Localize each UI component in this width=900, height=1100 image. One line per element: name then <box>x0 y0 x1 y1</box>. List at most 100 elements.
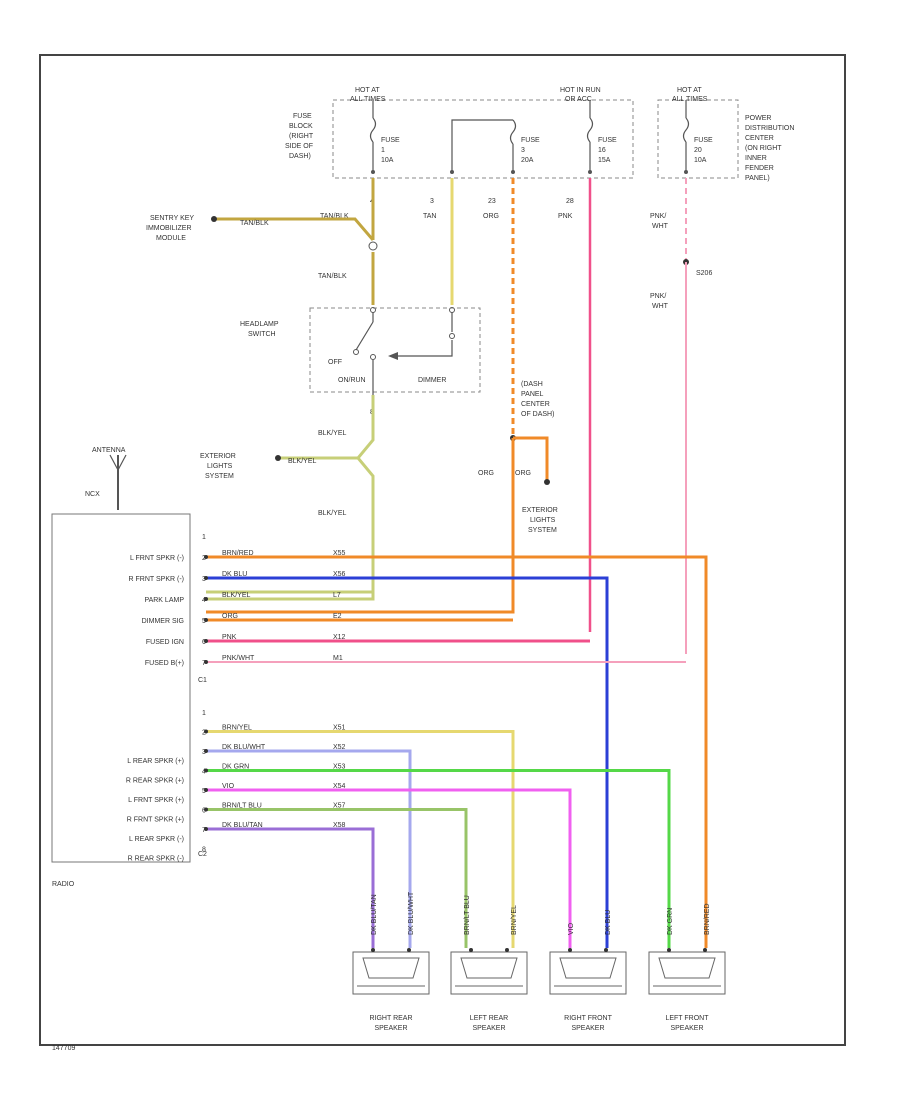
fuse-20-label-a: FUSE <box>694 137 713 144</box>
wire-pnk-wht-label-4: WHT <box>652 303 669 310</box>
wire-org-branch <box>206 436 550 614</box>
left-rear-speaker-icon <box>450 948 528 995</box>
fuse-1-label-b: 1 <box>381 147 385 154</box>
c2-terminal-7 <box>204 827 208 831</box>
ext-lights-label-5: LIGHTS <box>530 517 556 524</box>
c1-pin-4: 4 <box>202 597 206 604</box>
c2-terminal-4 <box>204 768 208 773</box>
wire-org-label-2: ORG <box>478 470 494 477</box>
c1-code-3: X56 <box>333 571 346 578</box>
c1-pin-3: 3 <box>202 576 206 583</box>
diagram-code: 147709 <box>52 1045 75 1052</box>
wire-tan-blk-label-2: TAN/BLK <box>318 273 347 280</box>
c2-wire-line-5 <box>206 788 572 948</box>
wire-pnk-wht-label-2: WHT <box>652 223 669 230</box>
dash-label-1: (DASH <box>521 381 543 388</box>
c1-name-6: FUSED IGN <box>146 639 184 646</box>
fuse-3-label-b: 3 <box>521 147 525 154</box>
speaker-wire-label-7: DK GRN <box>667 908 674 935</box>
c2-pin-3: 3 <box>202 749 206 756</box>
radio-box <box>51 513 191 863</box>
hot-at-all-times-right-label-2: ALL TIMES <box>672 96 708 103</box>
dash-label-3: CENTER <box>521 401 550 408</box>
c1-code-5: E2 <box>333 613 342 620</box>
pdc-label-3: CENTER <box>745 135 774 142</box>
c2-code-5: X54 <box>333 783 346 790</box>
ext-lights-label-2: LIGHTS <box>207 463 233 470</box>
c1-terminal-6 <box>204 639 208 643</box>
pdc-label-7: PANEL) <box>745 175 770 182</box>
c2-name-8: R REAR SPKR (-) <box>128 856 184 863</box>
radio-label: RADIO <box>52 881 75 888</box>
left-front-speaker-label-2: SPEAKER <box>670 1025 703 1032</box>
headlamp-switch-label-1: HEADLAMP <box>240 321 279 328</box>
c2-wire-line-2 <box>206 730 515 948</box>
hot-at-all-times-label-2: ALL TIMES <box>350 96 386 103</box>
c2-name-7: L REAR SPKR (-) <box>129 836 184 843</box>
c2-name-5: L FRNT SPKR (+) <box>128 797 184 804</box>
c2-pin-4: 4 <box>202 769 206 776</box>
c2-wire-2: BRN/YEL <box>222 725 252 732</box>
ext-lights-label-6: SYSTEM <box>528 527 557 534</box>
c1-pin-7: 7 <box>202 660 206 667</box>
c2-name-3: L REAR SPKR (+) <box>127 758 184 765</box>
c2-wire-line-6 <box>206 808 468 948</box>
c2-code-6: X57 <box>333 803 346 810</box>
c2-code-7: X58 <box>333 822 346 829</box>
fuse-1 <box>369 100 377 174</box>
left-rear-speaker-label-1: LEFT REAR <box>470 1015 508 1022</box>
c2-terminal-6 <box>204 807 208 812</box>
fuse-20 <box>682 100 690 174</box>
dash-label-2: PANEL <box>521 391 544 398</box>
c1-wire-line-4 <box>206 592 375 601</box>
c2-wire-4: DK GRN <box>222 764 249 771</box>
left-front-speaker-icon <box>648 948 726 995</box>
c2-pin-7: 7 <box>202 827 206 834</box>
c1-terminal-3 <box>204 576 208 580</box>
wire-pnk-wht-label-3: PNK/ <box>650 293 666 300</box>
c2-wire-line-7 <box>206 827 375 948</box>
pdc-label-4: (ON RIGHT <box>745 145 782 152</box>
c2-label: C2 <box>198 851 207 858</box>
fuse-16-label-a: FUSE <box>598 137 617 144</box>
headlamp-switch-label-2: SWITCH <box>248 331 276 338</box>
c1-wire-4: BLK/YEL <box>222 592 251 599</box>
pdc-box <box>657 99 739 179</box>
c1-wire-6: PNK <box>222 634 237 641</box>
wire-pnk-label: PNK <box>558 213 573 220</box>
sentry-label-2: IMMOBILIZER <box>146 225 192 232</box>
c1-code-4: L7 <box>333 592 341 599</box>
c2-terminal-5 <box>204 788 208 792</box>
wire-tan-label: TAN <box>423 213 436 220</box>
fuse-3-label-a: FUSE <box>521 137 540 144</box>
dash-label-4: OF DASH) <box>521 411 554 418</box>
left-front-speaker-label-1: LEFT FRONT <box>665 1015 709 1022</box>
c1-name-7: FUSED B(+) <box>145 660 184 667</box>
wire-org-label-3: ORG <box>515 470 531 477</box>
sentry-label-3: MODULE <box>156 235 186 242</box>
ncx-label: NCX <box>85 491 100 498</box>
c1-pin-1: 1 <box>202 534 206 541</box>
c1-wire-line-2 <box>206 555 708 948</box>
c1-pin-2: 2 <box>202 555 206 562</box>
pin-23-label: 23 <box>488 198 496 205</box>
c1-wire-5: ORG <box>222 613 238 620</box>
c1-code-6: X12 <box>333 634 346 641</box>
on-run-label: ON/RUN <box>338 377 366 384</box>
speaker-wire-label-2: DK BLU/WHT <box>408 891 415 935</box>
c2-name-6: R FRNT SPKR (+) <box>127 817 184 824</box>
fuse-20-label-b: 20 <box>694 147 702 154</box>
c2-pin-2: 2 <box>202 730 206 737</box>
ext-lights-label-3: SYSTEM <box>205 473 234 480</box>
c1-name-4: PARK LAMP <box>144 597 184 604</box>
c1-wire-line-3 <box>206 576 609 948</box>
antenna-icon <box>109 454 127 510</box>
c1-code-2: X55 <box>333 550 346 557</box>
c2-wire-6: BRN/LT BLU <box>222 803 262 810</box>
wire-pnk-wht <box>683 178 689 654</box>
fuse-16-label-b: 16 <box>598 147 606 154</box>
